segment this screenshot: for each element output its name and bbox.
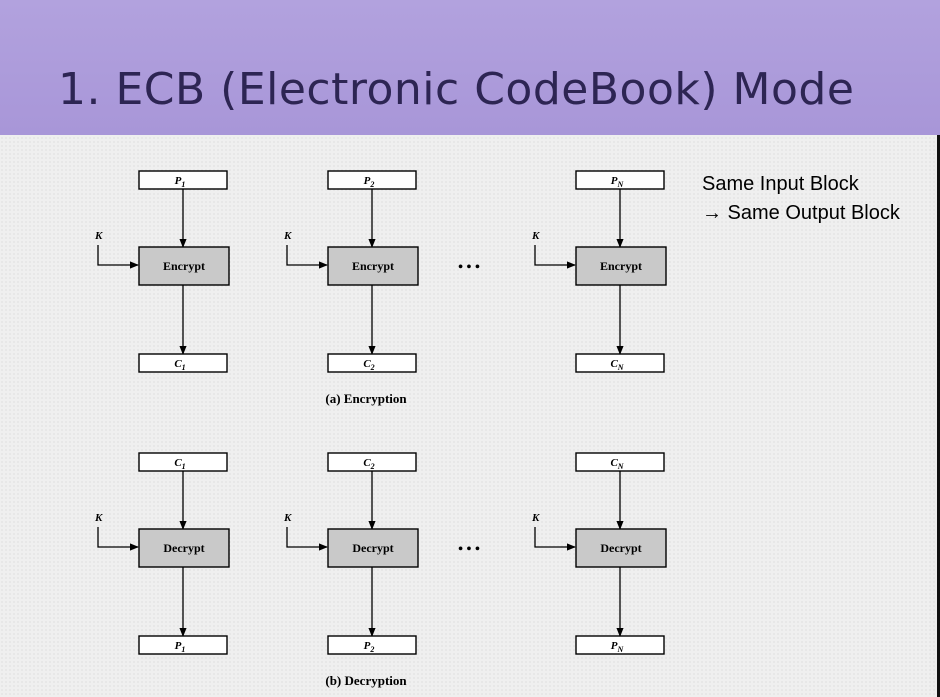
dec-key-arrow-2 [286,527,328,551]
dec-output-label-2: P2 [364,640,375,654]
dec-op-box-1 [138,528,230,568]
dec-op-box-2 [327,528,419,568]
slide-edge-divider [937,135,940,697]
enc-key-label-2: K [283,230,292,242]
dec-output-box-1 [138,635,228,655]
note-line-2: → Same Output Block [702,202,900,224]
dec-key-arrow-1 [97,527,139,551]
dec-op-label-3: Decrypt [600,541,641,555]
note-line-1: Same Input Block [702,173,859,195]
dec-op-box-3 [575,528,667,568]
enc-key-arrow-2 [286,245,328,269]
enc-output-box-3 [575,353,665,373]
enc-output-box-2 [327,353,417,373]
enc-input-label-1: P1 [175,175,186,189]
enc-output-label-2: C2 [363,358,374,372]
dec-key-label-3: K [531,512,540,524]
dec-ellipsis: • • • [458,542,480,557]
dec-key-arrow-3 [534,527,576,551]
enc-op-label-2: Encrypt [352,259,394,273]
enc-caption: (a) Encryption [325,391,407,406]
dec-output-box-2 [327,635,417,655]
dec-op-label-1: Decrypt [163,541,204,555]
dec-output-box-3 [575,635,665,655]
dec-output-label-1: P1 [175,640,186,654]
enc-input-label-2: P2 [364,175,375,189]
title-banner [0,0,940,135]
enc-op-box-3 [575,246,667,286]
dec-key-label-1: K [94,512,103,524]
enc-ellipsis: • • • [458,260,480,275]
enc-key-label-1: K [94,230,103,242]
enc-op-label-3: Encrypt [600,259,642,273]
enc-key-label-3: K [531,230,540,242]
enc-key-arrow-1 [97,245,139,269]
dec-caption: (b) Decryption [325,673,407,688]
enc-output-label-1: C1 [174,358,185,372]
slide-title: 1. ECB (Electronic CodeBook) Mode [58,64,855,115]
ecb-note: Same Input Block → Same Output Block [702,170,900,228]
enc-op-label-1: Encrypt [163,259,205,273]
enc-op-box-1 [138,246,230,286]
dec-op-label-2: Decrypt [352,541,393,555]
dec-input-label-1: C1 [174,457,185,471]
dec-input-label-2: C2 [363,457,374,471]
dec-key-label-2: K [283,512,292,524]
enc-key-arrow-3 [534,245,576,269]
enc-output-box-1 [138,353,228,373]
enc-op-box-2 [327,246,419,286]
